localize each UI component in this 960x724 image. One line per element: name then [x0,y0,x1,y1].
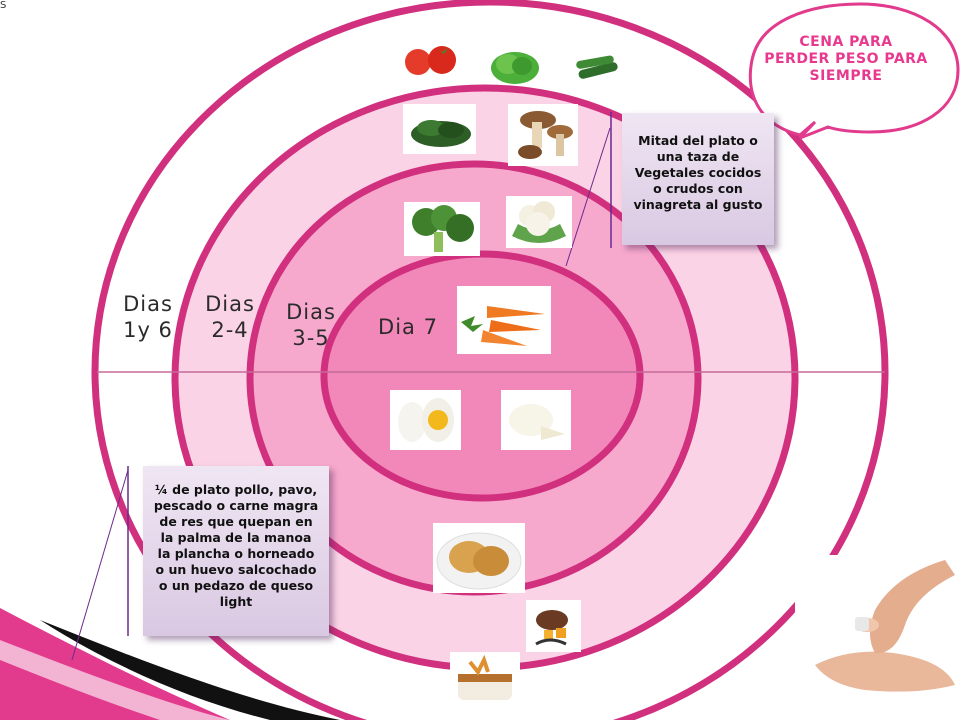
corner-swoosh-light [0,640,230,720]
steak-icon [526,600,581,652]
carrot-icon [457,286,551,354]
spinach-icon [403,104,476,154]
corner-mark: S [0,0,7,11]
bubble-title: CENA PARA PERDER PESO PARA SIEMPRE [764,34,928,84]
egg-icon [390,390,461,450]
protein-callout: ¼ de plato pollo, pavo, pescado o carne … [143,466,329,636]
veg-callout-connector [565,127,611,267]
cucumber-icon [574,52,622,82]
fish-icon [450,652,520,720]
ring-label-day-7: Dia 7 [378,315,438,339]
broccoli-icon [404,202,480,256]
protein-callout-connector [71,469,129,661]
corner-swoosh [0,608,230,720]
cheese-icon [501,390,571,450]
ring-label-days-3-5: Dias 3-5 [286,300,336,350]
tomato-icon [400,40,464,80]
lettuce-icon [488,44,542,86]
vegetables-callout: Mitad del plato o una taza de Vegetales … [622,113,774,245]
cauliflower-icon [506,196,572,248]
mushroom-icon [508,104,578,166]
speech-bubble [748,2,960,140]
ring-label-days-1-6: Dias 1y 6 [123,292,173,342]
chicken-icon [433,523,525,593]
hand-image [795,555,960,720]
ring-label-days-2-4: Dias 2-4 [205,292,255,342]
